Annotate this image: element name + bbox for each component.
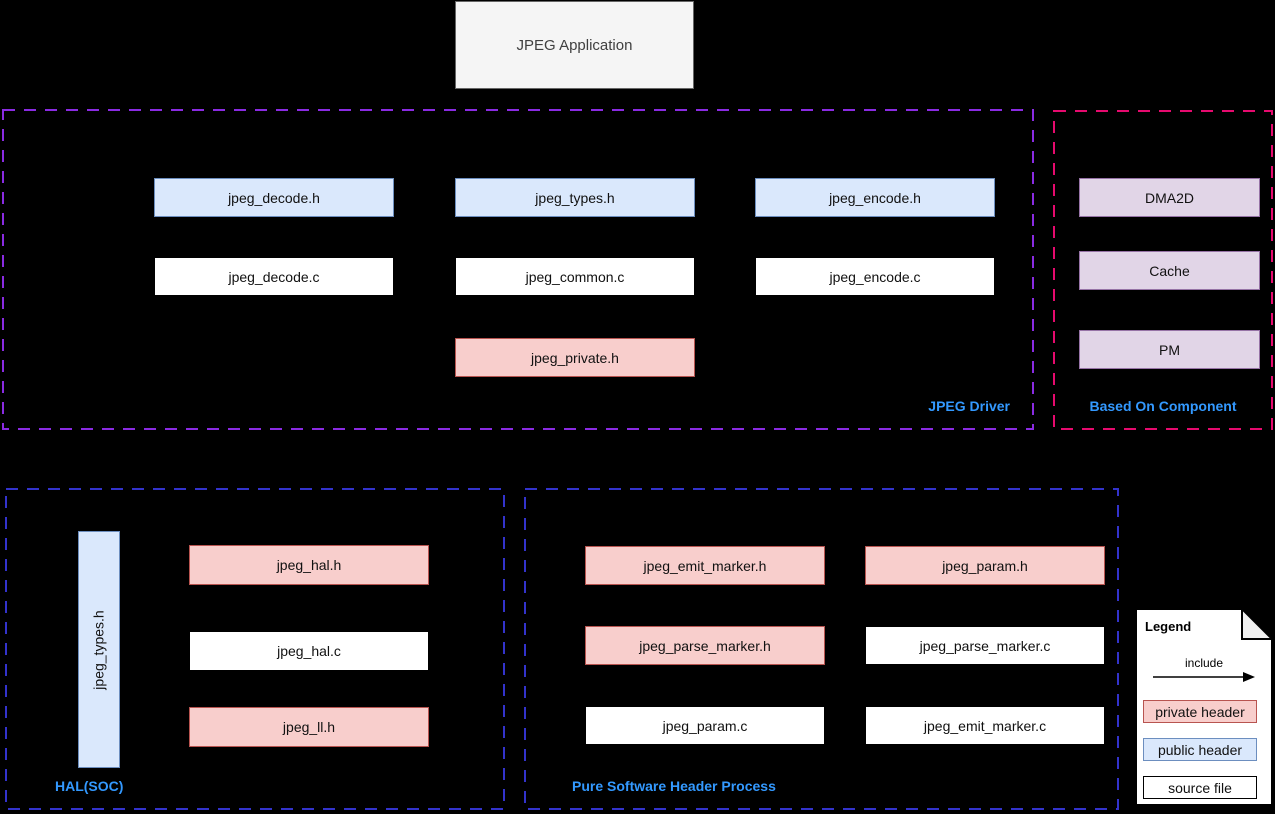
box-label: jpeg_ll.h	[282, 719, 336, 735]
box-label: jpeg_common.c	[525, 268, 625, 285]
box-label: JPEG Application	[516, 36, 633, 54]
box-label: jpeg_param.h	[942, 557, 1028, 574]
box-label: jpeg_private.h	[531, 349, 619, 366]
box-jpeg-parse-marker-c: jpeg_parse_marker.c	[865, 626, 1105, 665]
pure-software-container: jpeg_emit_marker.h jpeg_param.h jpeg_par…	[524, 488, 1119, 810]
hal-soc-label: HAL(SOC)	[55, 778, 124, 794]
box-jpeg-types-h-vertical: jpeg_types.h	[78, 531, 120, 768]
legend-item-source-file: source file	[1143, 776, 1257, 799]
box-jpeg-param-c: jpeg_param.c	[585, 706, 825, 745]
box-jpeg-decode-h: jpeg_decode.h	[154, 178, 394, 217]
box-label: jpeg_types.h	[91, 609, 107, 690]
box-label: jpeg_decode.c	[228, 268, 320, 285]
box-jpeg-hal-c: jpeg_hal.c	[189, 631, 429, 671]
box-jpeg-emit-marker-h: jpeg_emit_marker.h	[585, 546, 825, 585]
box-label: jpeg_encode.h	[829, 189, 921, 206]
box-jpeg-encode-h: jpeg_encode.h	[755, 178, 995, 217]
box-label: jpeg_emit_marker.h	[643, 557, 767, 574]
box-dma2d: DMA2D	[1079, 178, 1260, 217]
jpeg-driver-label: JPEG Driver	[928, 398, 1010, 414]
box-label: jpeg_emit_marker.c	[923, 717, 1047, 734]
box-jpeg-encode-c: jpeg_encode.c	[755, 257, 995, 296]
box-jpeg-param-h: jpeg_param.h	[865, 546, 1105, 585]
include-arrow-icon	[1153, 672, 1255, 682]
legend-item-private-header: private header	[1143, 700, 1257, 723]
box-label: jpeg_decode.h	[228, 189, 320, 206]
box-pm: PM	[1079, 330, 1260, 369]
dashed-border	[1053, 110, 1273, 430]
box-jpeg-hal-h: jpeg_hal.h	[189, 545, 429, 585]
box-label: jpeg_parse_marker.h	[639, 637, 771, 654]
dashed-border	[524, 488, 1119, 810]
legend-item-label: private header	[1155, 703, 1245, 720]
box-jpeg-common-c: jpeg_common.c	[455, 257, 695, 296]
box-label: DMA2D	[1144, 189, 1194, 206]
folded-corner-icon	[1241, 608, 1273, 640]
box-jpeg-application: JPEG Application	[455, 1, 694, 89]
hal-soc-container: jpeg_types.h jpeg_hal.h jpeg_hal.c jpeg_…	[5, 488, 505, 810]
box-label: jpeg_encode.c	[829, 268, 921, 285]
box-label: jpeg_parse_marker.c	[919, 637, 1051, 654]
box-label: jpeg_hal.c	[277, 643, 341, 659]
dashed-border	[5, 488, 505, 810]
legend-item-public-header: public header	[1143, 738, 1257, 761]
box-cache: Cache	[1079, 251, 1260, 290]
box-jpeg-parse-marker-h: jpeg_parse_marker.h	[585, 626, 825, 665]
jpeg-driver-container: jpeg_decode.h jpeg_types.h jpeg_encode.h…	[2, 109, 1034, 430]
box-label: PM	[1159, 341, 1180, 358]
legend-item-label: source file	[1168, 779, 1232, 796]
based-on-component-container: DMA2D Cache PM Based On Component	[1053, 110, 1273, 430]
legend-title: Legend	[1145, 619, 1192, 634]
box-label: jpeg_hal.h	[276, 557, 342, 573]
box-label: Cache	[1149, 262, 1190, 279]
box-label: jpeg_param.c	[662, 717, 748, 734]
box-jpeg-emit-marker-c: jpeg_emit_marker.c	[865, 706, 1105, 745]
box-jpeg-private-h: jpeg_private.h	[455, 338, 695, 377]
legend-item-label: public header	[1157, 741, 1243, 758]
box-jpeg-types-h: jpeg_types.h	[455, 178, 695, 217]
box-label: jpeg_types.h	[535, 189, 615, 206]
box-jpeg-ll-h: jpeg_ll.h	[189, 707, 429, 747]
box-jpeg-decode-c: jpeg_decode.c	[154, 257, 394, 296]
pure-software-label: Pure Software Header Process	[572, 778, 776, 794]
legend-note: Legend include private header public hea…	[1135, 608, 1273, 806]
legend-include-label: include	[1184, 656, 1224, 670]
based-on-component-label: Based On Component	[1089, 398, 1237, 414]
dashed-border	[2, 109, 1034, 430]
